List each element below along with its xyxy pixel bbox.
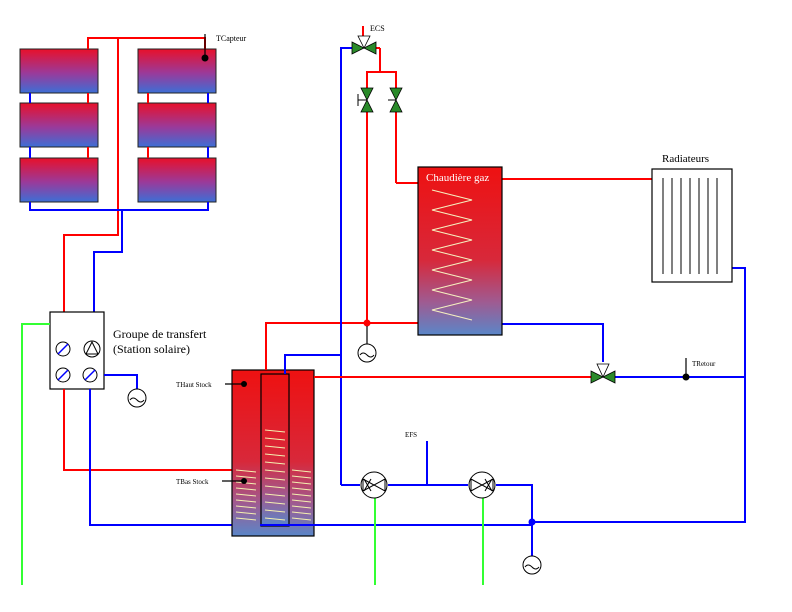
solar-panel xyxy=(137,157,217,203)
ecs-label: ECS xyxy=(370,24,385,33)
solar-collectors xyxy=(19,48,217,203)
t-bas-stock-label: TBas Stock xyxy=(176,478,209,486)
t-capteur-label: TCapteur xyxy=(216,34,247,43)
t-haut-stock-label: THaut Stock xyxy=(176,381,212,389)
solar-storage-tank xyxy=(231,369,315,537)
boiler-valve-right xyxy=(388,87,403,113)
radiator-3way-valve xyxy=(590,363,616,384)
solar-panel xyxy=(19,157,99,203)
expansion-vessel-icon xyxy=(522,555,542,575)
t-retour-label: TRetour xyxy=(692,360,716,368)
transfer-station-sublabel: (Station solaire) xyxy=(113,342,190,356)
solar-panel xyxy=(137,102,217,148)
transfer-station-label: Groupe de transfert xyxy=(113,327,207,341)
boiler-valve-left xyxy=(357,87,374,113)
solar-panel xyxy=(19,48,99,94)
efs-label: EFS xyxy=(405,431,417,439)
gas-boiler xyxy=(417,166,503,336)
solar-panel xyxy=(19,102,99,148)
boiler-label: Chaudière gaz xyxy=(426,172,489,184)
solar-tank-outlet-valve xyxy=(360,471,388,499)
transfer-station xyxy=(49,311,105,390)
radiators xyxy=(651,168,733,283)
efs-bypass-valve xyxy=(468,471,496,499)
expansion-vessel-icon xyxy=(127,388,147,408)
expansion-vessel-icon xyxy=(357,343,377,363)
radiators-label: Radiateurs xyxy=(662,153,709,165)
ecs-mixing-valve xyxy=(351,35,377,55)
pump-icon xyxy=(83,340,101,358)
